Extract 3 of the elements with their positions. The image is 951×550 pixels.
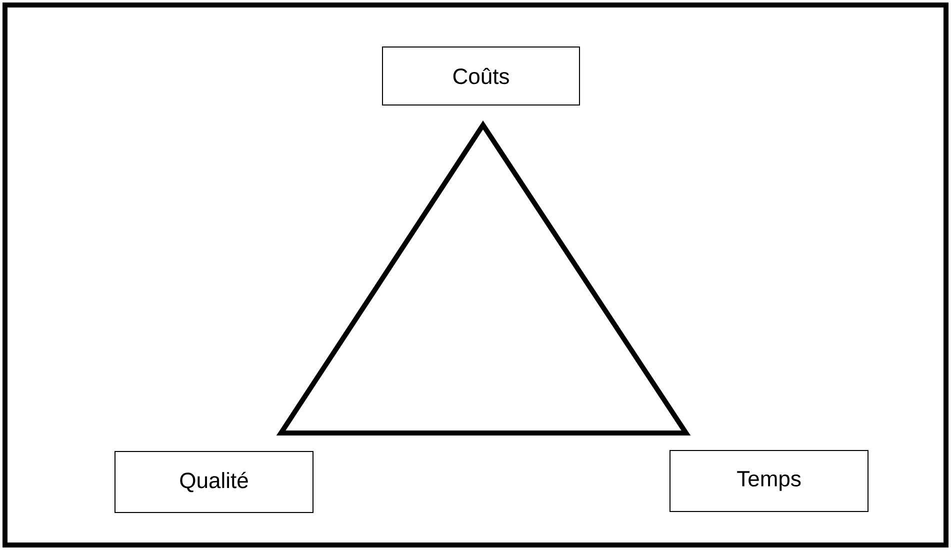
label-box: Temps — [670, 450, 868, 512]
label-box: Coûts — [382, 46, 580, 106]
label-box: Qualité — [114, 451, 314, 513]
